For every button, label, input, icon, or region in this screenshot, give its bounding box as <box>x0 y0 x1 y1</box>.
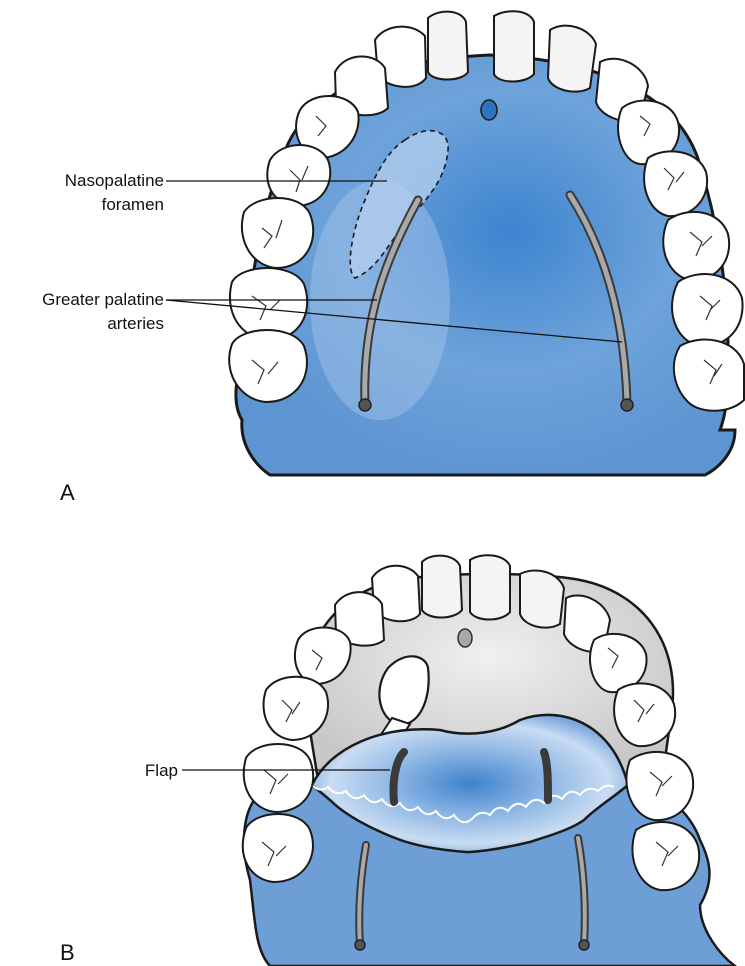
tooth-icon <box>672 274 743 346</box>
nasopalatine-label-line2: foramen <box>102 195 164 214</box>
tooth-icon <box>244 744 313 812</box>
artery-foramen-right <box>621 399 633 411</box>
panel-b: Flap B <box>60 555 735 966</box>
greater-palatine-label-line1: Greater palatine <box>42 290 164 309</box>
incisive-foramen-dot <box>481 100 497 120</box>
tooth-icon <box>494 11 534 81</box>
artery-foramen-b-right <box>579 940 589 950</box>
artery-icon <box>544 752 548 800</box>
tooth-icon <box>422 556 462 618</box>
flap-label: Flap <box>145 761 178 780</box>
panel-a: Nasopalatine foramen Greater palatine ar… <box>42 11 744 505</box>
tooth-icon <box>614 683 675 746</box>
panel-a-letter: A <box>60 480 75 505</box>
tooth-icon <box>428 12 468 80</box>
tooth-icon <box>548 26 596 92</box>
tooth-icon <box>229 330 307 402</box>
artery-foramen-left <box>359 399 371 411</box>
greater-palatine-label-line2: arteries <box>107 314 164 333</box>
tooth-icon <box>470 555 510 619</box>
incisive-foramen-dot-b <box>458 629 472 647</box>
tooth-icon <box>520 570 564 627</box>
tooth-icon <box>663 212 729 280</box>
artery-foramen-b-left <box>355 940 365 950</box>
tooth-icon <box>644 151 707 216</box>
nasopalatine-label-line1: Nasopalatine <box>65 171 164 190</box>
tooth-icon <box>243 814 313 882</box>
panel-b-letter: B <box>60 940 75 965</box>
tooth-icon <box>267 145 330 206</box>
